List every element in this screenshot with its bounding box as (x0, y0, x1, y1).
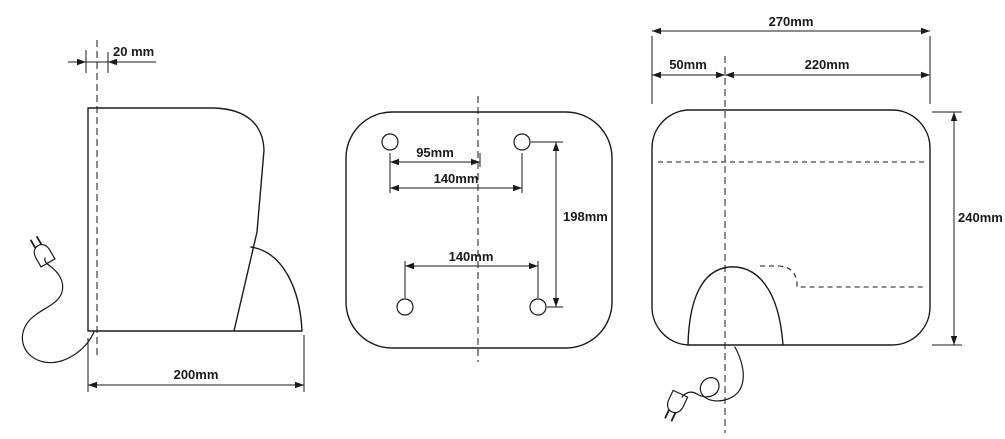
dim-plate-hole-offset-label: 95mm (416, 145, 454, 160)
front-hidden-edge-dashed (760, 265, 924, 288)
dim-front-width-total: 270mm (651, 14, 931, 104)
dim-plate-bottom-spacing: 140mm (404, 249, 539, 298)
dim-plate-vertical-spacing-label: 198mm (563, 209, 608, 224)
mounting-hole-top-left (381, 133, 399, 151)
dim-front-height-label: 240mm (958, 210, 1003, 225)
front-body-outline (651, 109, 931, 346)
dim-front-width-right: 220mm (725, 57, 930, 79)
mounting-plate-view: 95mm 140mm 198mm 140mm (345, 96, 613, 362)
dim-front-height: 240mm (932, 111, 1003, 346)
dim-plate-top-spacing-label: 140mm (434, 171, 479, 186)
mounting-hole-top-right (513, 133, 531, 151)
side-nozzle-outline (233, 246, 303, 332)
mounting-plate-outline (345, 111, 613, 349)
front-nozzle-outline (687, 266, 784, 346)
dim-plate-top-spacing: 140mm (390, 153, 523, 193)
dim-front-width-left: 50mm (652, 57, 725, 79)
dim-front-width-right-label: 220mm (805, 57, 850, 72)
dim-side-offset-label: 20 mm (113, 44, 154, 59)
front-power-plug-icon (660, 389, 689, 424)
mounting-hole-bottom-right (529, 298, 547, 316)
side-view: 20 mm 200mm (21, 40, 305, 392)
dim-plate-vertical-spacing: 198mm (531, 141, 608, 308)
dim-plate-bottom-spacing-label: 140mm (449, 249, 494, 264)
dim-plate-hole-offset: 95mm (389, 145, 481, 193)
side-power-plug-icon (26, 233, 56, 268)
front-power-cord (681, 346, 744, 402)
dim-front-width-total-label: 270mm (769, 14, 814, 29)
dim-side-depth: 200mm (87, 335, 305, 392)
dim-side-depth-label: 200mm (174, 367, 219, 382)
dim-front-width-left-label: 50mm (669, 57, 707, 72)
side-power-cord (21, 257, 95, 364)
dim-side-offset: 20 mm (68, 44, 156, 73)
side-body-outline (87, 107, 265, 332)
mounting-hole-bottom-left (396, 298, 414, 316)
front-view: 270mm 50mm 220mm (651, 14, 1003, 433)
